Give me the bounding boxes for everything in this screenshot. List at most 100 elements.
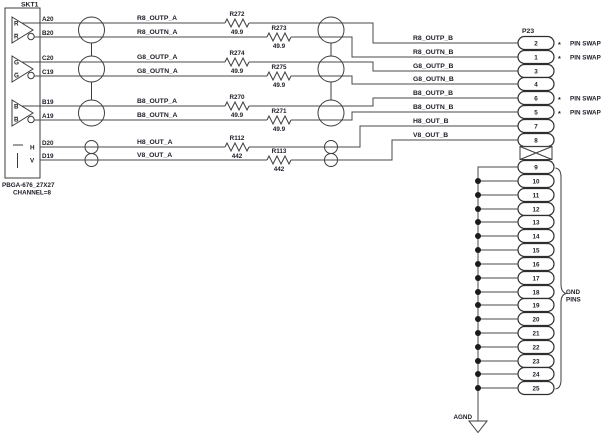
wire-b8-outp	[22, 97, 518, 107]
inversion-bubble-icon	[27, 71, 35, 80]
buffer-g-neg-label: G̅	[14, 72, 19, 80]
coupling-circle-small	[324, 153, 338, 167]
pin-number: 9	[534, 165, 538, 172]
gnd-junction-dot	[475, 261, 481, 267]
resistor-value: 49.9	[273, 82, 286, 89]
resistor-value: 49.9	[273, 43, 286, 50]
pin-number: 17	[532, 276, 540, 283]
net-label: G8_OUTP_B	[413, 63, 454, 70]
swap-asterisk: *	[558, 54, 561, 63]
resistor-refdes: R270	[229, 94, 245, 101]
connector-pin-7	[517, 118, 555, 134]
wire-v8-out	[40, 139, 518, 161]
net-label: R8_OUTN_B	[413, 49, 454, 56]
net-label: G8_OUTN_A	[137, 68, 178, 75]
gnd-junction-dot	[475, 275, 481, 281]
gnd-junction-dot	[475, 219, 481, 225]
gnd-junction-dot	[475, 385, 481, 391]
net-label: H8_OUT_B	[413, 118, 449, 125]
gnd-pins-label: GND	[566, 289, 580, 296]
net-label: B8_OUTN_B	[413, 104, 454, 111]
inversion-bubble-icon	[27, 115, 35, 124]
coupling-circle	[317, 16, 345, 44]
pin-number: 15	[532, 248, 540, 255]
connector-pin-2	[517, 35, 555, 51]
ground-triangle-icon	[467, 420, 489, 434]
pin-number: 24	[532, 372, 540, 379]
pin-number: 3	[534, 69, 538, 76]
net-label: V8_OUT_A	[137, 152, 172, 159]
resistor-refdes: R113	[272, 148, 287, 155]
coupling-circle	[78, 16, 105, 44]
socket-outline	[4, 7, 41, 179]
resistor-refdes: R273	[271, 25, 287, 32]
pin-number: 4	[534, 82, 538, 89]
resistor-value: 49.9	[231, 29, 244, 36]
wire-r8-outp	[22, 22, 518, 44]
connector-refdes: P23	[522, 28, 534, 35]
resistor-R275-symbol	[266, 70, 292, 82]
pin-number: 10	[532, 179, 540, 186]
pin-number: 16	[532, 262, 540, 269]
pin-number: 25	[532, 386, 540, 393]
net-label: G8_OUTP_A	[137, 54, 178, 61]
v-sync-label: V	[30, 158, 35, 165]
gnd-junction-dot	[475, 247, 481, 253]
net-label: V8_OUT_B	[413, 132, 448, 139]
connector-pin-6	[517, 90, 555, 106]
h-sync-label: H	[30, 145, 35, 152]
gnd-junction-dot	[475, 330, 481, 336]
gnd-junction-dot	[475, 233, 481, 239]
pin-number: 7	[534, 124, 538, 131]
net-label: R8_OUTP_B	[413, 35, 453, 42]
resistor-value: 442	[232, 153, 243, 160]
pin-name-a20: A20	[42, 16, 54, 23]
gnd-pins-label: PINS	[566, 297, 581, 304]
resistor-refdes: R271	[271, 108, 287, 115]
pin-number: 2	[534, 41, 538, 48]
pin-number: 13	[532, 220, 540, 227]
wire-g8-outn	[34, 75, 518, 85]
pin-name-c20: C20	[42, 55, 54, 62]
resistor-refdes: R275	[271, 64, 287, 71]
resistor-refdes: R272	[229, 11, 245, 18]
swap-asterisk: *	[558, 40, 561, 49]
swap-asterisk: *	[558, 109, 561, 118]
pin-number: 21	[532, 331, 540, 338]
resistor-R270-symbol	[224, 100, 250, 112]
no-connect-icon	[519, 146, 553, 160]
gnd-junction-dot	[475, 206, 481, 212]
socket-refdes: SKT1	[21, 2, 39, 9]
connector-pin-4	[517, 76, 555, 92]
brace	[555, 167, 568, 390]
coupling-circles-left	[78, 16, 105, 167]
resistor-value: 49.9	[273, 126, 286, 133]
pin-number: 20	[532, 317, 540, 324]
net-label: B8_OUTP_A	[137, 98, 177, 105]
gnd-pins-brace: GND PINS	[555, 167, 581, 390]
coupling-circle-small	[84, 153, 99, 167]
pin-swap-label: PIN SWAP	[570, 41, 601, 48]
socket-skt1: SKT1 R R̅ G G̅ B B̅ H V PBGA-676_27X27 C…	[2, 2, 55, 197]
socket-part-number: PBGA-676_27X27	[2, 182, 55, 189]
buffer-g-pos-label: G	[14, 60, 19, 67]
pin-name-d19: D19	[42, 153, 54, 160]
resistor-value: 49.9	[231, 112, 244, 119]
a-side-net-labels: R8_OUTP_A R8_OUTN_A G8_OUTP_A G8_OUTN_A …	[137, 15, 178, 159]
b-side-net-labels: R8_OUTP_B R8_OUTN_B G8_OUTP_B G8_OUTN_B …	[413, 35, 454, 139]
pin-swap-label: PIN SWAP	[570, 96, 601, 103]
pin-swap-label: PIN SWAP	[570, 110, 601, 117]
gnd-junction-dot	[475, 178, 481, 184]
gnd-junction-dot	[475, 358, 481, 364]
pin-number: 1	[534, 55, 538, 62]
inversion-bubble-icon	[27, 32, 35, 41]
resistor-refdes: R112	[230, 135, 245, 142]
pin-name-c19: C19	[42, 69, 54, 76]
resistor-R112-symbol	[224, 141, 250, 153]
gnd-bus: AGND	[453, 166, 518, 434]
resistor-R271-symbol	[266, 114, 292, 126]
connector-p23: P23 2 1 3 4 6 5 7 8 9 10 11 12 13 14	[517, 28, 555, 396]
coupling-circle	[78, 99, 105, 127]
